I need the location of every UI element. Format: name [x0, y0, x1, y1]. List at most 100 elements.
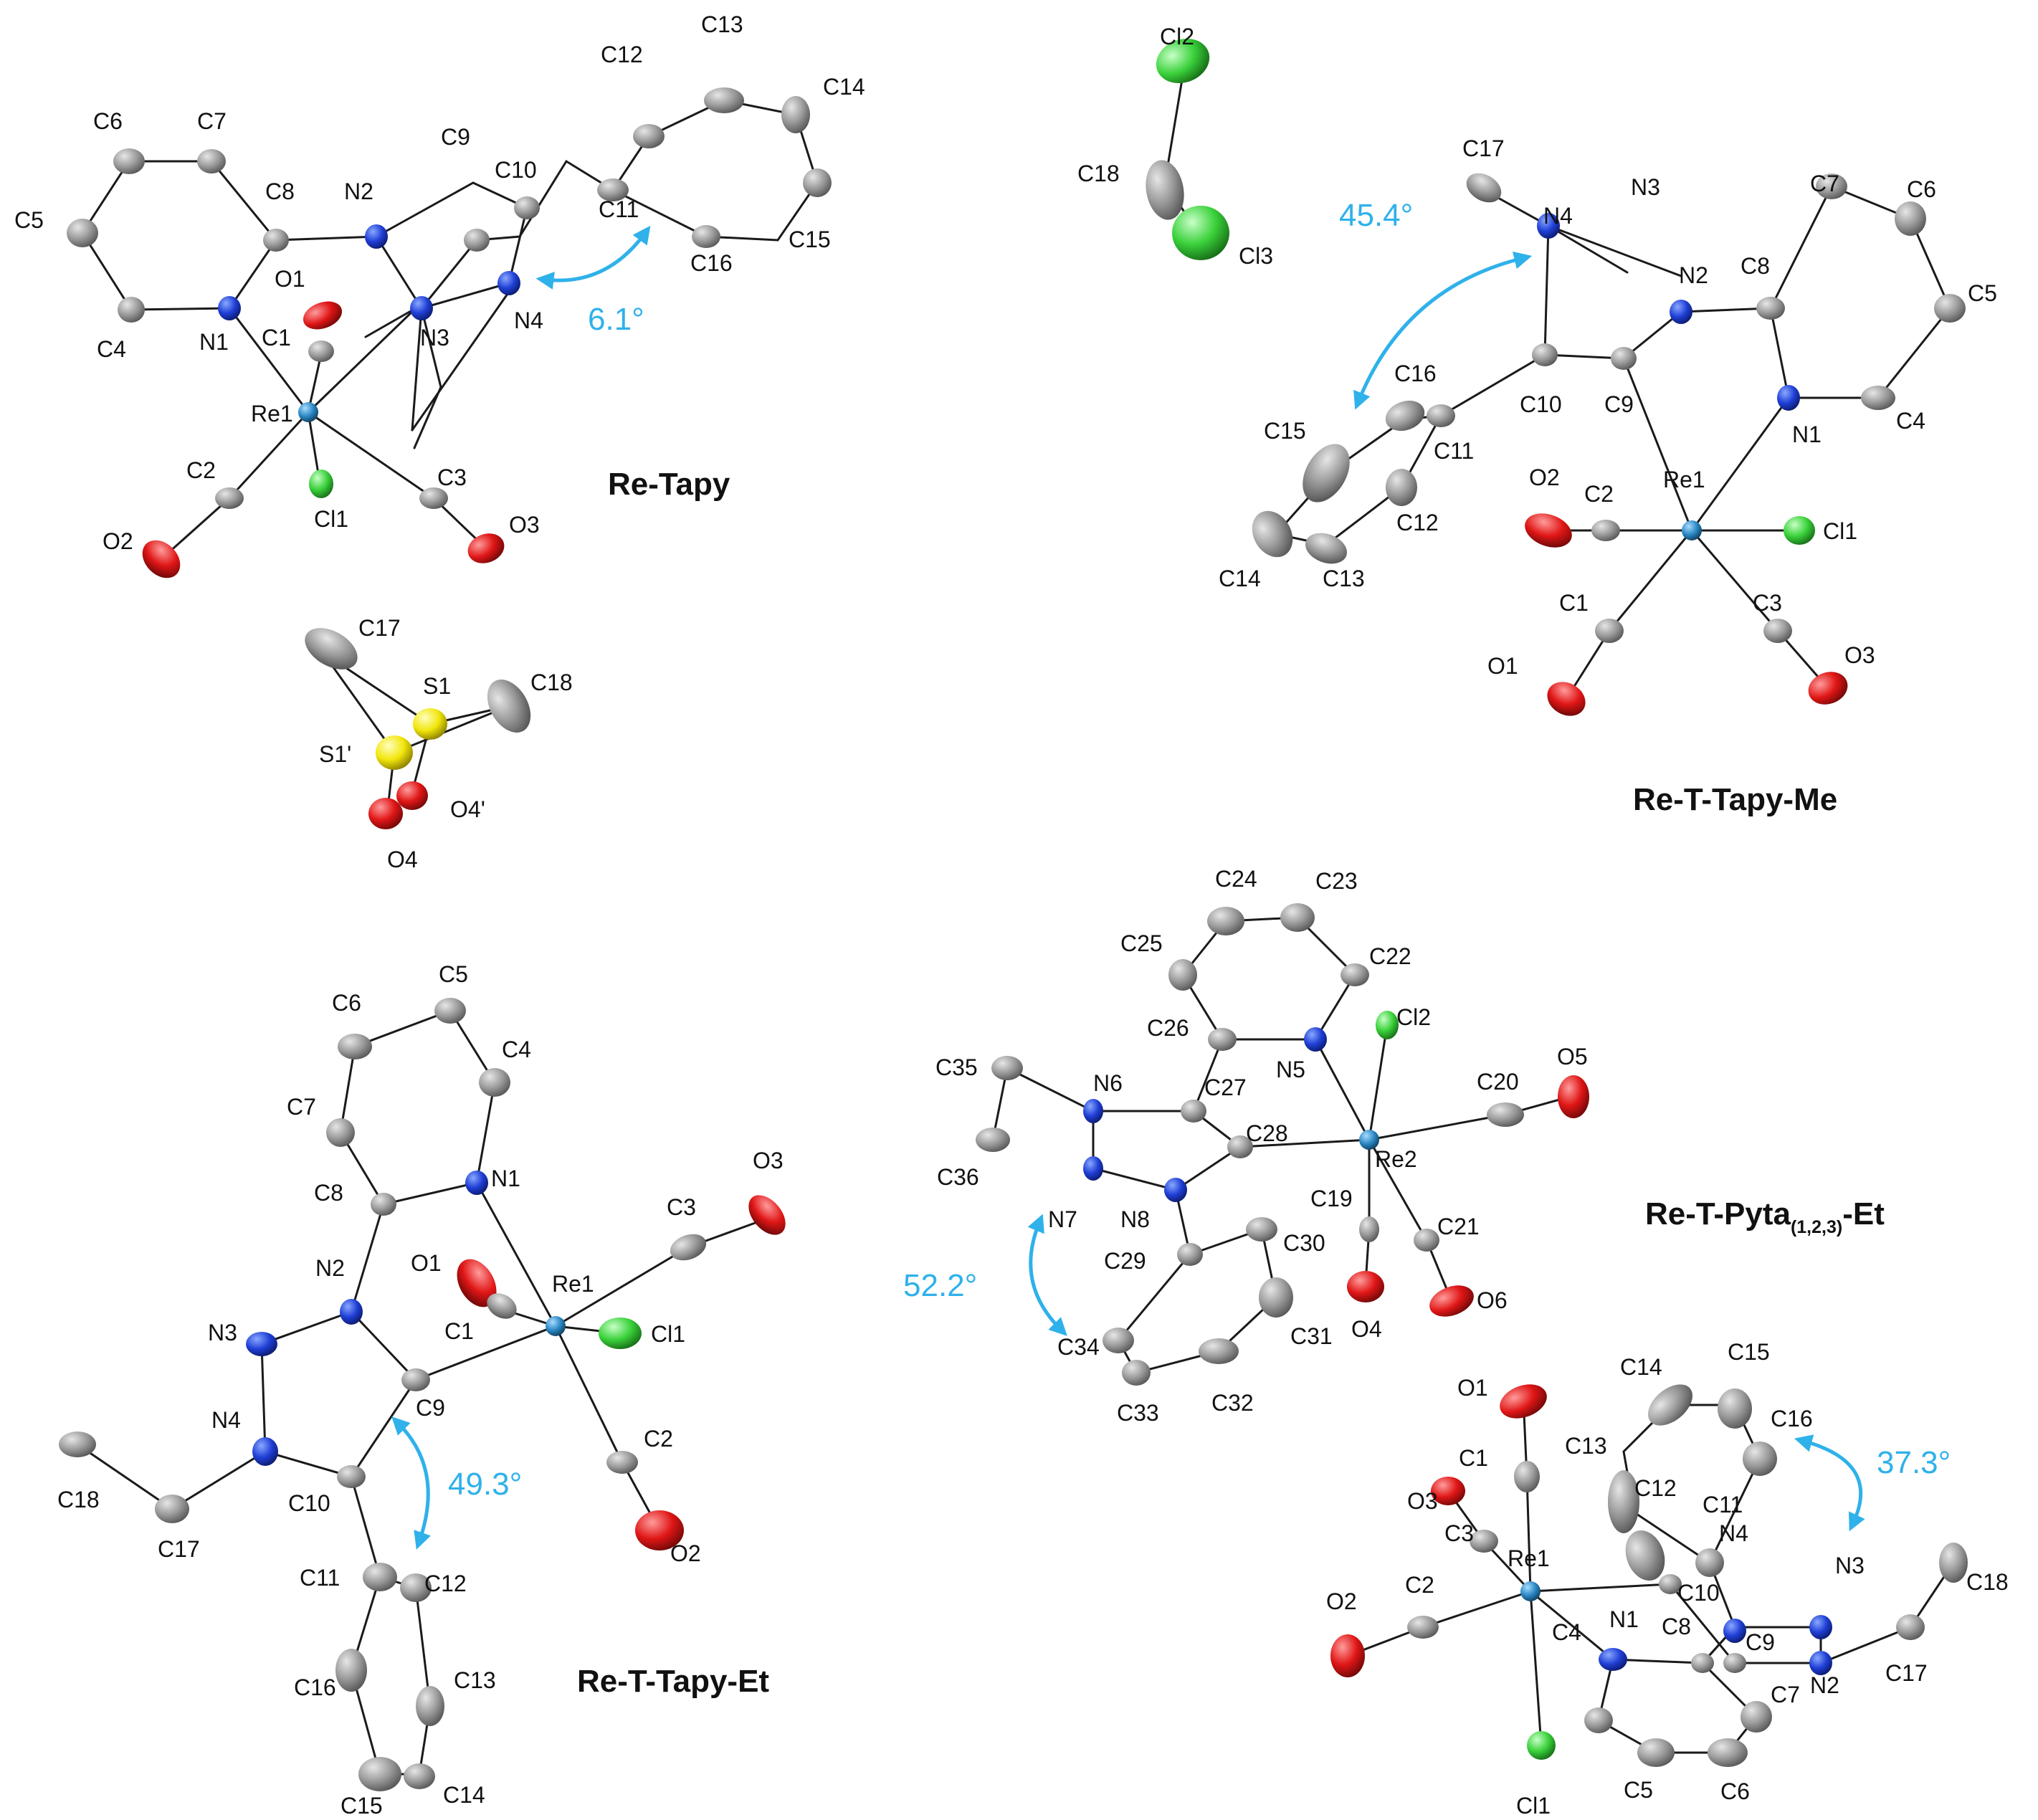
- svg-text:O3: O3: [753, 1148, 784, 1173]
- svg-text:C32: C32: [1211, 1390, 1254, 1416]
- svg-text:C15: C15: [1264, 418, 1306, 444]
- svg-text:C7: C7: [197, 108, 227, 134]
- atom-o2: [142, 540, 181, 578]
- svg-text:C3: C3: [1444, 1520, 1474, 1546]
- atom-c14: [404, 1763, 435, 1789]
- atom-o3: [1808, 672, 1848, 705]
- svg-text:C8: C8: [1662, 1614, 1691, 1639]
- svg-text:C15: C15: [341, 1793, 383, 1819]
- atom-o6: [1429, 1285, 1474, 1317]
- svg-text:C12: C12: [1634, 1475, 1677, 1501]
- svg-text:C19: C19: [1310, 1186, 1353, 1211]
- svg-text:C5: C5: [1968, 280, 1997, 306]
- svg-text:C14: C14: [823, 74, 865, 100]
- svg-text:N8: N8: [1120, 1206, 1150, 1232]
- atom-n5: [1304, 1027, 1327, 1052]
- svg-text:Re1: Re1: [251, 401, 293, 427]
- svg-text:O1: O1: [275, 266, 305, 292]
- atom-o1: [457, 1259, 497, 1307]
- atom-c16: [335, 1649, 367, 1692]
- svg-text:C7: C7: [1810, 171, 1839, 196]
- svg-text:O5: O5: [1557, 1044, 1588, 1069]
- svg-text:O4: O4: [387, 847, 418, 872]
- svg-text:C1: C1: [1459, 1445, 1488, 1471]
- atom-c8: [263, 229, 289, 252]
- atom-o4: [368, 798, 403, 829]
- atoms-re-t-pyta-et-upper: [976, 903, 1589, 1386]
- atom-c7: [326, 1118, 355, 1147]
- svg-text:Cl1: Cl1: [314, 506, 348, 532]
- atom-c7: [1816, 173, 1847, 199]
- svg-text:Cl1: Cl1: [651, 1321, 685, 1347]
- svg-text:C16: C16: [1771, 1406, 1813, 1431]
- atom-c16: [692, 225, 720, 248]
- svg-text:C34: C34: [1057, 1334, 1100, 1360]
- atom-c31: [1259, 1277, 1293, 1318]
- atom-c8: [371, 1193, 396, 1216]
- svg-text:C5: C5: [439, 961, 468, 987]
- svg-text:C17: C17: [1462, 135, 1505, 161]
- atom-c14: [781, 96, 810, 133]
- svg-text:C3: C3: [1753, 590, 1782, 616]
- atom-c27: [1181, 1100, 1206, 1123]
- atom-c29: [1177, 1243, 1203, 1266]
- angle-label-re-t-pyta-et-2: 37.3°: [1877, 1445, 1951, 1480]
- atom-c16-b: [1743, 1442, 1777, 1476]
- atom-c2: [606, 1451, 638, 1474]
- atom-c13: [416, 1686, 444, 1726]
- atom-c6: [113, 148, 145, 174]
- svg-text:O6: O6: [1477, 1287, 1508, 1313]
- atom-c18-b: [1939, 1543, 1968, 1583]
- title-main: Re-T-Pyta: [1645, 1196, 1791, 1231]
- panel-title-re-t-pyta-et: Re-T-Pyta(1,2,3)-Et: [1645, 1196, 1885, 1237]
- svg-text:C10: C10: [1677, 1580, 1720, 1606]
- atom-c2: [215, 487, 244, 509]
- svg-text:Cl3: Cl3: [1239, 243, 1273, 269]
- svg-text:C1: C1: [1559, 590, 1589, 616]
- svg-text:N4: N4: [1543, 203, 1573, 229]
- atom-o4: [1347, 1271, 1384, 1302]
- atom-c33: [1122, 1360, 1151, 1386]
- svg-text:O2: O2: [1529, 464, 1560, 490]
- atom-c34: [1103, 1328, 1134, 1353]
- atom-c12-b: [1625, 1530, 1665, 1581]
- atoms-re-t-pyta-et-lower: [1330, 1384, 1968, 1767]
- svg-text:O1: O1: [411, 1250, 442, 1276]
- svg-text:N1: N1: [1609, 1606, 1639, 1632]
- atom-c1: [1595, 619, 1624, 643]
- atom-n6: [1083, 1099, 1103, 1123]
- svg-text:C28: C28: [1246, 1120, 1288, 1146]
- svg-text:C15: C15: [1728, 1339, 1770, 1365]
- atom-n4: [497, 271, 520, 295]
- svg-text:C16: C16: [1394, 361, 1437, 386]
- atom-n2-b: [1809, 1651, 1832, 1675]
- atom-n3-b: [1809, 1615, 1832, 1639]
- svg-text:N4: N4: [1719, 1520, 1748, 1546]
- svg-text:C24: C24: [1215, 866, 1257, 892]
- atom-c17-dmso: [305, 628, 358, 670]
- atom-c3: [419, 487, 448, 509]
- panel-re-t-pyta-et: C24 C23 C25 C22 C26 Cl2 C35 N6 N5 C27 C2…: [903, 866, 2009, 1819]
- svg-text:C23: C23: [1315, 868, 1358, 894]
- atom-cl2-dcm: [1156, 38, 1210, 84]
- torsion-arrow-re-t-pyta-et-lower: [1794, 1434, 1865, 1532]
- atom-n8: [1164, 1178, 1187, 1202]
- svg-text:Cl2: Cl2: [1160, 24, 1194, 49]
- atom-c9: [401, 1368, 430, 1391]
- svg-text:C9: C9: [1604, 391, 1634, 417]
- atom-c17: [155, 1495, 189, 1523]
- atom-c9: [1611, 347, 1637, 370]
- svg-text:N5: N5: [1276, 1057, 1305, 1082]
- atom-n3: [410, 296, 433, 320]
- svg-text:C7: C7: [1771, 1682, 1800, 1707]
- torsion-arrow-re-tapy: [535, 225, 651, 290]
- atom-c19: [1359, 1216, 1379, 1242]
- dmso-solvent: [305, 628, 531, 829]
- svg-text:C10: C10: [495, 157, 537, 183]
- atom-c5: [1934, 294, 1966, 323]
- atom-c1-b: [1514, 1461, 1540, 1492]
- atom-c11: [597, 178, 629, 201]
- svg-text:C27: C27: [1204, 1075, 1247, 1100]
- atom-s1: [413, 708, 447, 740]
- svg-text:C1: C1: [444, 1318, 474, 1344]
